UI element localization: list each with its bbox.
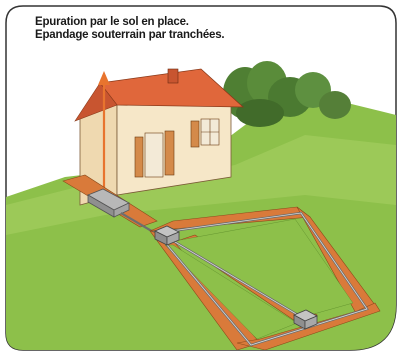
house-icon: [74, 68, 245, 206]
distribution-box-icon: [154, 225, 180, 246]
vent-arrow-icon: [98, 71, 110, 195]
title-line-2: Epandage souterrain par tranchées.: [35, 29, 225, 41]
diagram-card: Epuration par le sol en place. Epandage …: [5, 5, 397, 352]
title-line-1: Epuration par le sol en place.: [35, 16, 189, 28]
pipe-outlet: [120, 212, 156, 234]
diagram-title: Epuration par le sol en place. Epandage …: [35, 16, 225, 42]
illustration: [5, 5, 397, 351]
inspection-box-icon: [293, 309, 318, 330]
septic-tank-icon: [87, 188, 130, 218]
